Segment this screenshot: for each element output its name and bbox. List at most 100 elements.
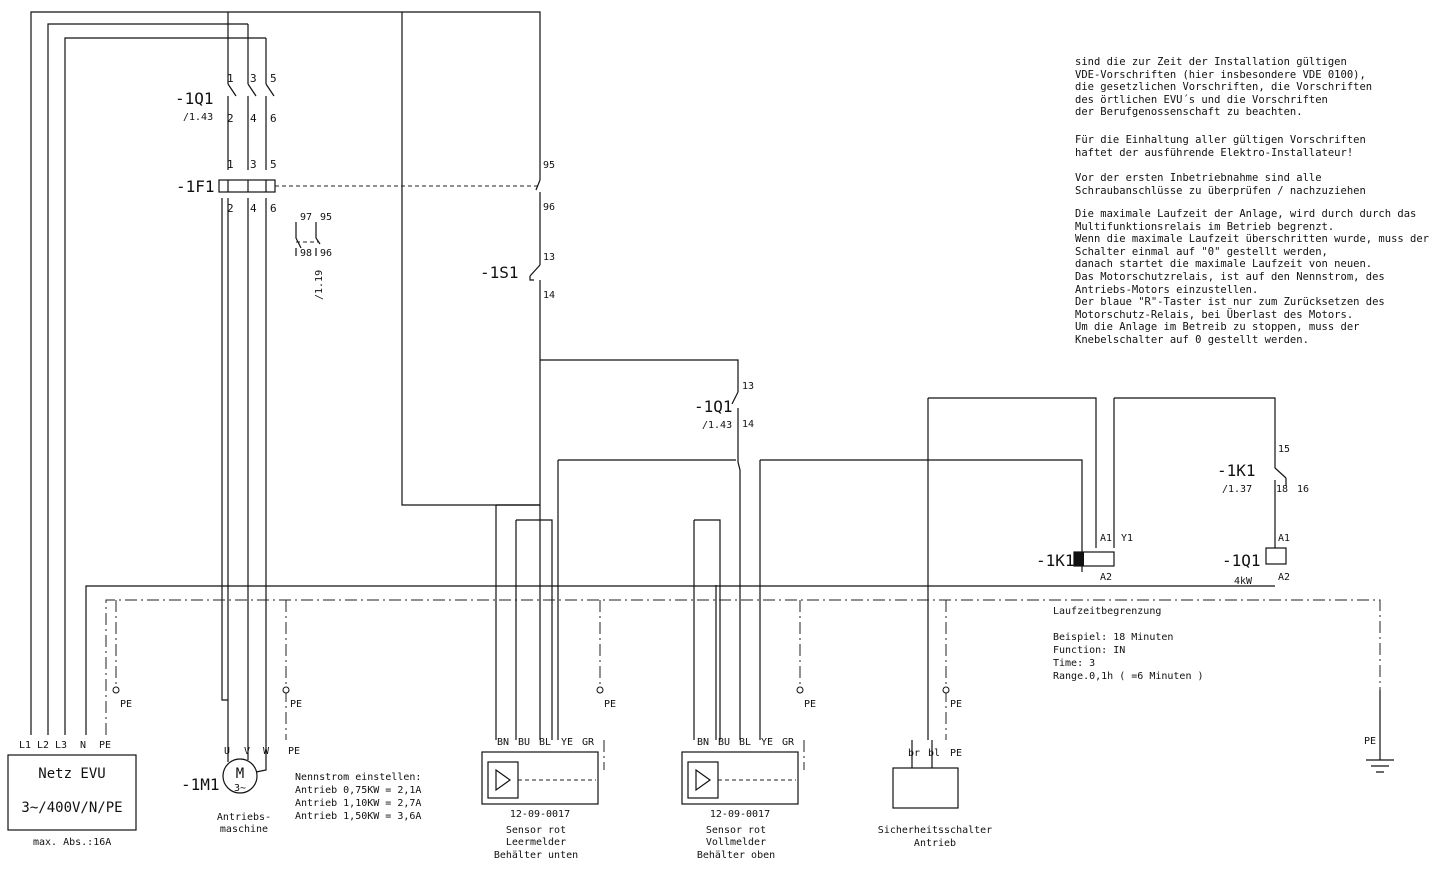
f1-terminal-5: 5 <box>270 158 277 171</box>
pe-conductor <box>105 599 1381 770</box>
sensor-empty-caption-2: Leermelder <box>506 837 566 848</box>
sensor-empty-pe: PE <box>604 699 616 710</box>
k1-coil-y1: Y1 <box>1121 533 1133 544</box>
supply-terminal-l1: L1 <box>19 740 31 751</box>
sensor-empty-gr: GR <box>582 737 595 748</box>
sensor-empty-caption-3: Behälter unten <box>494 850 578 861</box>
switch-s1: -1S1 13 14 <box>480 252 555 301</box>
s1-terminal-13: 13 <box>543 252 555 263</box>
timer-line-2: Function: IN <box>1053 645 1125 656</box>
timer-line-1: Beispiel: 18 Minuten <box>1053 632 1173 643</box>
supply-title: Netz EVU <box>38 766 105 782</box>
motor-label: -1M1 <box>181 775 220 794</box>
sensor-full-code: 12-09-0017 <box>710 809 770 820</box>
sensor-full-caption-1: Sensor rot <box>706 825 766 836</box>
motor-phase: 3~ <box>234 783 246 794</box>
note-liability: Für die Einhaltung aller gültigen Vorsch… <box>1075 134 1366 159</box>
f1-ref: /1.19 <box>314 270 325 300</box>
q1-terminal-3: 3 <box>250 72 257 85</box>
f1-terminal-3: 3 <box>250 158 257 171</box>
sensor-empty-caption-1: Sensor rot <box>506 825 566 836</box>
q1-terminal-5: 5 <box>270 72 277 85</box>
pe-terminals <box>112 686 950 694</box>
note-regulations: sind die zur Zeit der Installation gülti… <box>1075 56 1373 119</box>
safety-caption-1: Sicherheitsschalter <box>878 825 992 836</box>
safety-caption-2: Antrieb <box>914 838 956 849</box>
f1-aux-95: 95 <box>320 212 332 223</box>
contactor-q1-aux: -1Q1 /1.43 13 14 <box>694 381 754 431</box>
f1-aux-98: 98 <box>300 248 312 259</box>
f1-aux-97: 97 <box>300 212 312 223</box>
q1-coil-a1: A1 <box>1278 533 1290 544</box>
f1-terminal-6: 6 <box>270 202 277 215</box>
q1-ref: /1.43 <box>183 112 213 123</box>
safety-switch: br bl PE PE Sicherheitsschalter Antrieb <box>878 699 992 849</box>
supply-fuse: max. Abs.:16A <box>33 837 111 848</box>
sensor-full: BN BU BL YE GR PE 12-09-0017 Sensor rot … <box>681 699 816 861</box>
supply-pe-tag: PE <box>120 699 132 710</box>
motor-terminal-u: U <box>224 746 230 757</box>
sensor-empty-ye: YE <box>561 737 573 748</box>
s1-terminal-14: 14 <box>543 290 555 301</box>
sensor-full-bn: BN <box>697 737 709 748</box>
f1-label: -1F1 <box>176 177 215 196</box>
motor-caption-1: Antriebs- <box>217 812 271 823</box>
f1-nc-95: 95 <box>543 160 555 171</box>
relay-k1-contact: -1K1 /1.37 15 18 16 <box>1217 444 1309 495</box>
supply-terminal-pe: PE <box>99 740 111 751</box>
k1-coil-label: -1K1 <box>1036 551 1075 570</box>
sensor-full-bl: BL <box>739 737 751 748</box>
motor-pe-tag: PE <box>290 699 302 710</box>
f1-aux-96: 96 <box>320 248 332 259</box>
q1-aux-14: 14 <box>742 419 754 430</box>
contactor-q1-coil: -1Q1 A1 A2 4kW <box>1222 533 1290 587</box>
f1-nc-96: 96 <box>543 202 555 213</box>
supply-terminal-l3: L3 <box>55 740 67 751</box>
timer-line-4: Range.0,1h ( =6 Minuten ) <box>1053 671 1204 682</box>
sensor-empty-bl: BL <box>539 737 551 748</box>
sensor-full-caption-3: Behälter oben <box>697 850 775 861</box>
safety-br: br <box>908 748 920 759</box>
wiring <box>30 11 1287 770</box>
q1-coil-a2: A2 <box>1278 572 1290 583</box>
sensor-empty-bu: BU <box>518 737 530 748</box>
relay-k1-coil: -1K1 A1 Y1 A2 <box>1036 533 1133 583</box>
earth-symbol: PE <box>1364 690 1394 773</box>
motor-terminal-v: V <box>244 746 250 757</box>
motor-current-3: Antrieb 1,50KW = 3,6A <box>295 811 421 822</box>
k1-contact-16: 16 <box>1297 484 1309 495</box>
motor-symbol: M <box>236 766 244 782</box>
s1-label: -1S1 <box>480 263 519 282</box>
motor-caption-2: maschine <box>220 824 268 835</box>
supply-terminal-l2: L2 <box>37 740 49 751</box>
q1-coil-label: -1Q1 <box>1222 551 1261 570</box>
sensor-full-gr: GR <box>782 737 795 748</box>
motor-terminal-pe: PE <box>288 746 300 757</box>
safety-pe: PE <box>950 748 962 759</box>
note-commissioning: Vor der ersten Inbetriebnahme sind alle … <box>1075 172 1366 197</box>
timer-settings: Laufzeitbegrenzung Beispiel: 18 Minuten … <box>1053 606 1204 682</box>
sensor-empty-code: 12-09-0017 <box>510 809 570 820</box>
sensor-full-ye: YE <box>761 737 773 748</box>
k1-coil-a1: A1 <box>1100 533 1112 544</box>
sensor-full-pe: PE <box>804 699 816 710</box>
k1-contact-label: -1K1 <box>1217 461 1256 480</box>
sensor-empty: BN BU BL YE GR PE 12-09-0017 Sensor rot … <box>481 699 616 861</box>
supply-voltage: 3~/400V/N/PE <box>21 800 122 816</box>
note-runtime: Die maximale Laufzeit der Anlage, wird d… <box>1075 208 1430 346</box>
safety-bl: bl <box>928 748 940 759</box>
contactor-q1-main: -1Q1 /1.43 1 3 5 2 4 6 <box>175 72 277 125</box>
sensor-full-bu: BU <box>718 737 730 748</box>
sensor-empty-bn: BN <box>497 737 509 748</box>
q1-label: -1Q1 <box>175 89 214 108</box>
motor-current-title: Nennstrom einstellen: <box>295 772 421 783</box>
q1-aux-ref: /1.43 <box>702 420 732 431</box>
k1-contact-15: 15 <box>1278 444 1290 455</box>
k1-contact-18: 18 <box>1276 484 1288 495</box>
k1-coil-a2: A2 <box>1100 572 1112 583</box>
k1-contact-ref: /1.37 <box>1222 484 1252 495</box>
supply-terminal-n: N <box>80 740 86 751</box>
q1-rating: 4kW <box>1234 576 1253 587</box>
f1-terminal-2: 2 <box>227 202 234 215</box>
